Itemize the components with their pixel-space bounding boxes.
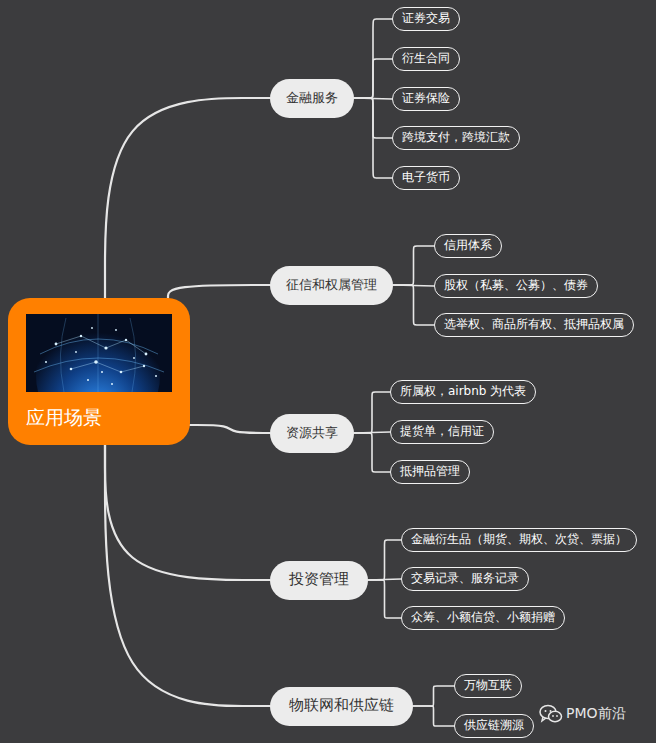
topic-text: 征信和权属管理: [286, 277, 377, 294]
main-topic: 征信和权属管理: [270, 266, 393, 305]
topic-text: 电子货币: [402, 170, 450, 186]
subtopic: 众筹、小额信贷、小额捐赠: [401, 606, 565, 630]
topic-text: 提货单，信用证: [400, 424, 484, 440]
branch-connector: [368, 580, 401, 618]
branch-connector: [413, 686, 454, 706]
topic-text: 交易记录、服务记录: [411, 571, 519, 587]
main-topic: 投资管理: [270, 561, 368, 600]
topic-text: 信用体系: [444, 238, 492, 254]
subtopic: 所属权，airbnb 为代表: [390, 380, 536, 404]
branch-connector: [105, 445, 270, 706]
main-topic: 资源共享: [270, 414, 354, 453]
topic-text: 所属权，airbnb 为代表: [400, 384, 526, 400]
subtopic: 电子货币: [392, 166, 460, 190]
branch-connector: [354, 19, 392, 98]
subtopic: 交易记录、服务记录: [401, 567, 529, 591]
topic-text: 跨境支付，跨境汇款: [402, 130, 510, 146]
topic-text: 万物互联: [464, 678, 512, 694]
branch-connector: [354, 98, 392, 178]
topic-text: 抵押品管理: [400, 464, 460, 480]
subtopic: 万物互联: [454, 674, 522, 698]
topic-text: 投资管理: [289, 570, 349, 590]
subtopic: 金融衍生品（期货、期权、次贷、票据）: [401, 528, 637, 552]
branch-connector: [413, 706, 454, 726]
branch-connector: [393, 285, 434, 325]
topic-text: 股权（私募、公募）、债券: [444, 278, 588, 294]
branch-connector: [105, 98, 270, 298]
wechat-icon: [539, 704, 563, 724]
topic-text: 应用场景: [26, 405, 190, 430]
topic-text: 资源共享: [286, 425, 338, 442]
globe-illustration: [26, 314, 172, 392]
branch-connector: [354, 392, 390, 433]
topic-text: 金融衍生品（期货、期权、次贷、票据）: [411, 532, 627, 548]
branch-connector: [354, 59, 392, 98]
subtopic: 证券交易: [392, 7, 460, 31]
main-topic: 物联网和供应链: [270, 687, 413, 726]
subtopic: 抵押品管理: [390, 460, 470, 484]
topic-text: 选举权、商品所有权、抵押品权属: [444, 317, 624, 333]
topic-text: 物联网和供应链: [289, 696, 394, 716]
subtopic: 信用体系: [434, 234, 502, 258]
branch-connector: [190, 425, 270, 433]
subtopic: 供应链溯源: [454, 714, 534, 738]
branch-connector: [354, 433, 390, 472]
watermark: PMO前沿: [566, 704, 626, 722]
subtopic: 跨境支付，跨境汇款: [392, 126, 520, 150]
subtopic: 提货单，信用证: [390, 420, 494, 444]
branch-connector: [368, 540, 401, 580]
subtopic: 选举权、商品所有权、抵押品权属: [434, 313, 634, 337]
topic-text: 金融服务: [286, 90, 338, 107]
topic-text: 证券保险: [402, 91, 450, 107]
topic-text: 供应链溯源: [464, 718, 524, 734]
branch-connector: [393, 246, 434, 285]
subtopic: 股权（私募、公募）、债券: [434, 274, 598, 298]
subtopic: 证券保险: [392, 87, 460, 111]
main-topic: 金融服务: [270, 79, 354, 118]
branch-connector: [105, 445, 270, 580]
topic-text: 证券交易: [402, 11, 450, 27]
topic-text: 衍生合同: [402, 51, 450, 67]
branch-connector: [168, 285, 270, 298]
topic-text: 众筹、小额信贷、小额捐赠: [411, 610, 555, 626]
central-topic: 应用场景: [8, 298, 190, 445]
subtopic: 衍生合同: [392, 47, 460, 71]
